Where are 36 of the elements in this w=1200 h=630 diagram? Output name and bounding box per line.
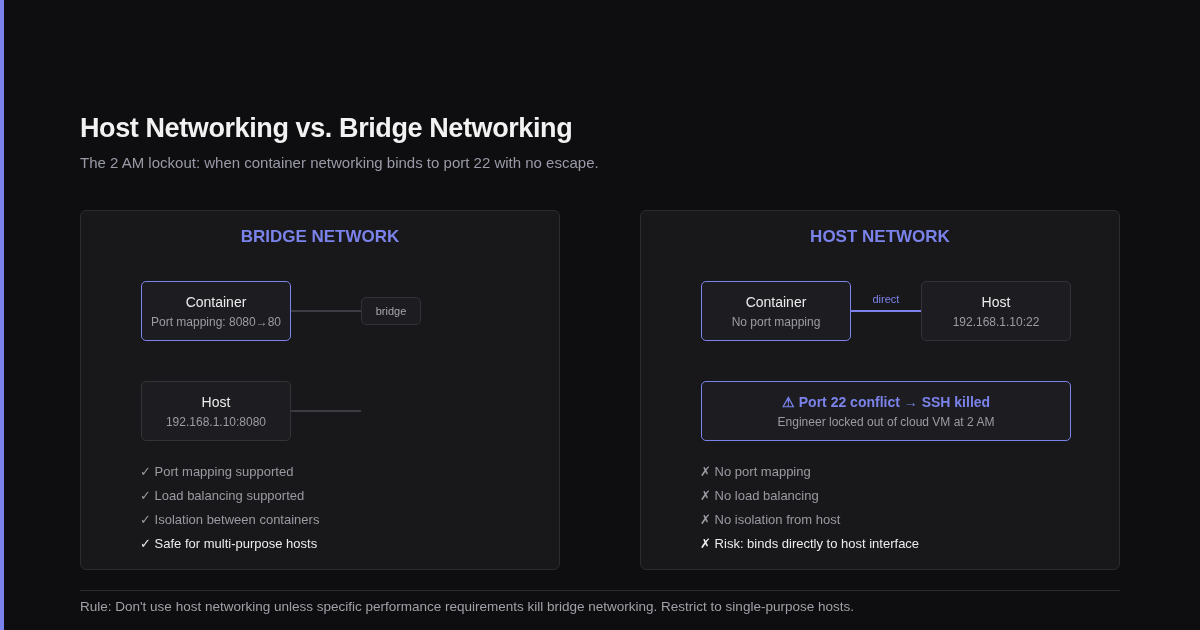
warning-text: ⚠ Port 22 conflict → SSH killed xyxy=(781,392,991,411)
node-title: bridge xyxy=(375,304,407,319)
node-title: Container xyxy=(185,292,247,311)
network-panel xyxy=(80,210,560,570)
checklist-item: ✗ No port mapping xyxy=(700,464,811,479)
host-box xyxy=(921,281,1071,341)
panel-title: BRIDGE NETWORK xyxy=(240,227,400,247)
node-subtitle: Port mapping: 8080→80 xyxy=(150,313,282,330)
edge-label: direct xyxy=(870,293,902,305)
checklist-item: ✓ Port mapping supported xyxy=(140,464,294,479)
warning-box xyxy=(701,381,1071,441)
node-title: Host xyxy=(981,292,1011,311)
connector-line xyxy=(290,310,362,312)
panel-title: HOST NETWORK xyxy=(810,227,950,247)
host-box xyxy=(141,381,291,441)
checklist-item: ✓ Load balancing supported xyxy=(140,488,305,503)
node-title: Host xyxy=(201,392,231,411)
container-box xyxy=(141,281,291,341)
subtitle: The 2 AM lockout: when container networking binds to port 22 with no escape. xyxy=(80,154,599,171)
checklist-item: ✓ Safe for multi-purpose hosts xyxy=(140,536,318,551)
checklist-item: ✓ Isolation between containers xyxy=(140,512,320,527)
checklist-item: ✗ No isolation from host xyxy=(700,512,841,527)
rule-note: Rule: Don't use host networking unless specific performance requirements kill bridge networking. Restrict to single-purpose hosts. xyxy=(80,599,854,614)
container-box xyxy=(701,281,851,341)
node-title: Container xyxy=(745,292,807,311)
node-subtitle: 192.168.1.10:8080 xyxy=(165,413,267,430)
connector-line xyxy=(850,310,922,312)
node-subtitle: Engineer locked out of cloud VM at 2 AM xyxy=(777,413,995,430)
checklist-item: ✗ Risk: binds directly to host interface xyxy=(700,536,920,551)
network-panel xyxy=(640,210,1120,570)
node-subtitle: No port mapping xyxy=(731,313,821,330)
checklist-item: ✗ No load balancing xyxy=(700,488,819,503)
connector-line xyxy=(290,410,362,412)
title: Host Networking vs. Bridge Networking xyxy=(80,113,573,144)
bridge-box xyxy=(361,297,421,325)
node-subtitle: 192.168.1.10:22 xyxy=(952,313,1040,330)
